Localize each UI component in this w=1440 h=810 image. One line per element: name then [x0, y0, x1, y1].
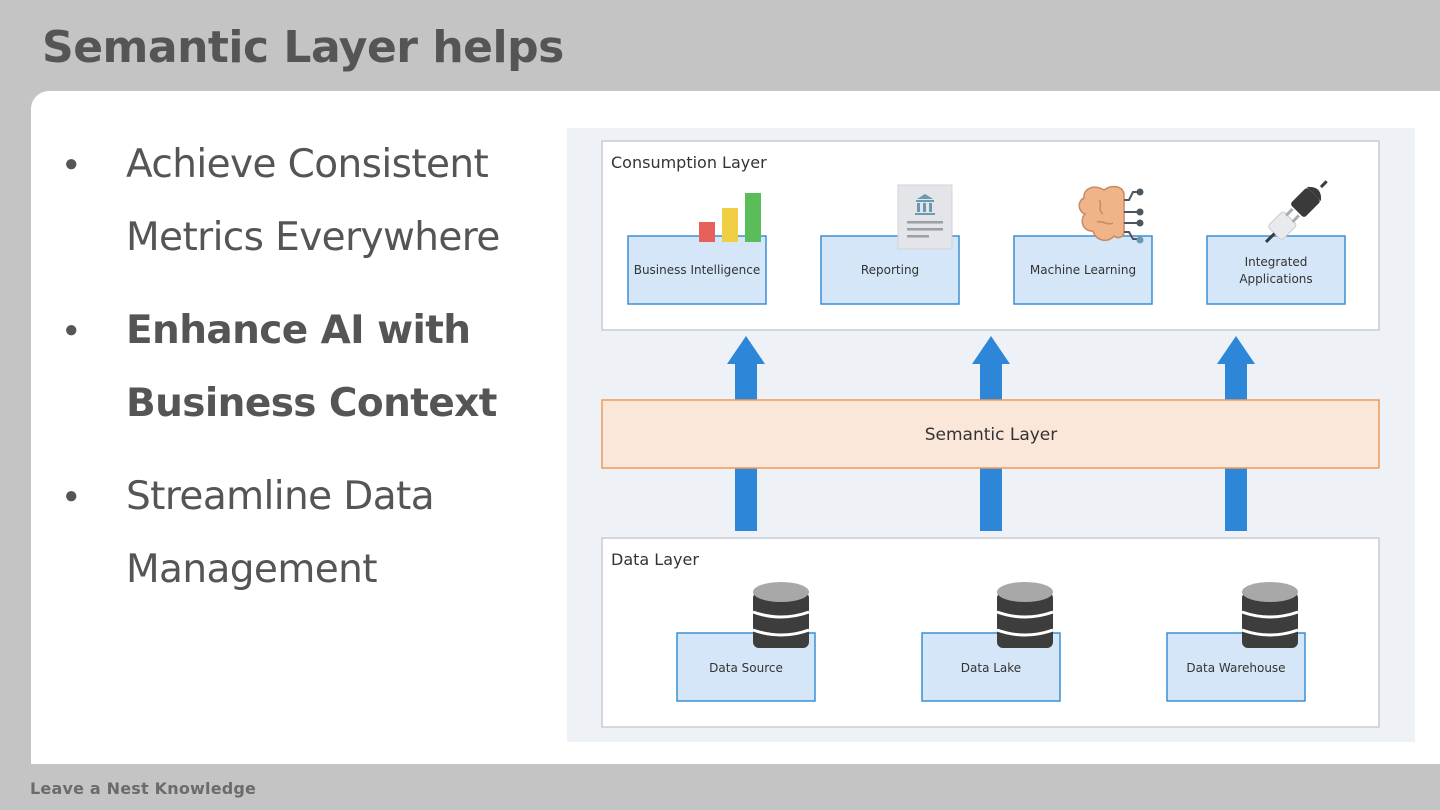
- bullet-text: Achieve Consistent Metrics Everywhere: [126, 128, 500, 274]
- bullet-text: Enhance AI with Business Context: [126, 294, 497, 440]
- bar-chart-icon: [699, 193, 761, 242]
- bullet-item: ● Achieve Consistent Metrics Everywhere: [64, 128, 534, 274]
- integrated-applications-box: [1206, 235, 1346, 305]
- bullet-text: Streamline Data Management: [126, 460, 435, 606]
- data-warehouse-label: Data Warehouse: [1186, 661, 1285, 675]
- bullet-list: ● Achieve Consistent Metrics Everywhere …: [64, 128, 534, 626]
- bullet-dot: ●: [64, 316, 79, 343]
- business-intelligence-box: [627, 235, 767, 305]
- database-icon: [752, 582, 810, 648]
- business-intelligence-label: Business Intelligence: [634, 263, 761, 277]
- database-icon: [996, 582, 1054, 648]
- plug-icon: [1264, 180, 1328, 244]
- footer-brand: Leave a Nest Knowledge: [30, 779, 257, 798]
- slide-title: Semantic Layer helps: [42, 22, 564, 73]
- report-document-icon: [897, 184, 953, 250]
- data-source-label: Data Source: [709, 661, 783, 675]
- bullet-line: Streamline Data: [126, 474, 435, 519]
- bullet-line: Management: [126, 547, 378, 592]
- bullet-dot: ●: [64, 150, 79, 177]
- bullet-dot: ●: [64, 482, 79, 509]
- machine-learning-box: [1013, 235, 1153, 305]
- semantic-layer-diagram: Consumption Layer Business Intelligence …: [567, 128, 1415, 742]
- bullet-line: Metrics Everywhere: [126, 215, 500, 260]
- consumption-layer-label: Consumption Layer: [611, 153, 767, 172]
- integrated-applications-label-line1: Integrated: [1245, 255, 1308, 269]
- machine-learning-label: Machine Learning: [1030, 263, 1136, 277]
- bullet-item: ● Enhance AI with Business Context: [64, 294, 534, 440]
- semantic-layer-box: [601, 399, 1380, 469]
- reporting-label: Reporting: [861, 263, 919, 277]
- data-layer-label: Data Layer: [611, 550, 699, 569]
- database-icon: [1241, 582, 1299, 648]
- bullet-line: Achieve Consistent: [126, 142, 489, 187]
- bullet-line: Business Context: [126, 381, 497, 426]
- semantic-layer-label: Semantic Layer: [925, 425, 1058, 445]
- bullet-item: ● Streamline Data Management: [64, 460, 534, 606]
- brain-circuit-icon: [1078, 185, 1144, 244]
- integrated-applications-label-line2: Applications: [1239, 272, 1312, 286]
- bullet-line: Enhance AI with: [126, 308, 471, 353]
- data-lake-label: Data Lake: [961, 661, 1021, 675]
